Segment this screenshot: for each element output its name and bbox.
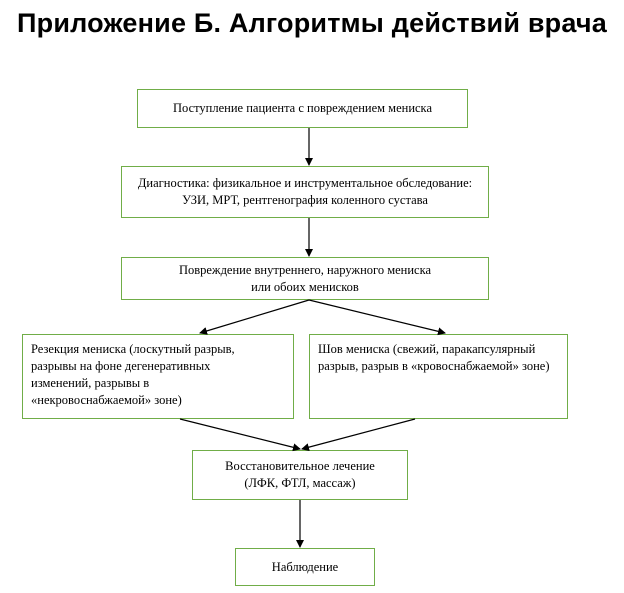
node-observation: Наблюдение xyxy=(235,548,375,586)
arrow-damage-to-resection xyxy=(199,299,310,335)
node-damage-label: Повреждение внутреннего, наружного менис… xyxy=(178,262,432,294)
node-rehab-label: Восстановительное лечение (ЛФК, ФТЛ, мас… xyxy=(225,459,375,490)
node-rehab: Восстановительное лечение (ЛФК, ФТЛ, мас… xyxy=(192,450,408,500)
page-title: Приложение Б. Алгоритмы действий врача xyxy=(17,8,607,38)
node-resection: Резекция мениска (лоскутный разрыв, разр… xyxy=(22,334,294,419)
node-diagnostics-label: Диагностика: физикальное и инструменталь… xyxy=(137,176,473,207)
node-observation-label: Наблюдение xyxy=(271,559,339,574)
node-diagnostics: Диагностика: физикальное и инструменталь… xyxy=(121,166,489,218)
node-damage: Повреждение внутреннего, наружного менис… xyxy=(121,257,489,300)
node-admission: Поступление пациента с повреждением мени… xyxy=(137,89,468,128)
arrow-damage-to-suture xyxy=(308,299,446,336)
arrow-resection-to-rehab xyxy=(179,418,301,452)
node-suture: Шов мениска (свежий, паракапсулярный раз… xyxy=(309,334,568,419)
node-suture-label: Шов мениска (свежий, паракапсулярный раз… xyxy=(318,342,550,373)
node-admission-label: Поступление пациента с повреждением мени… xyxy=(173,101,432,115)
node-resection-label: Резекция мениска (лоскутный разрыв, разр… xyxy=(31,342,235,407)
arrow-suture-to-rehab xyxy=(301,418,416,452)
